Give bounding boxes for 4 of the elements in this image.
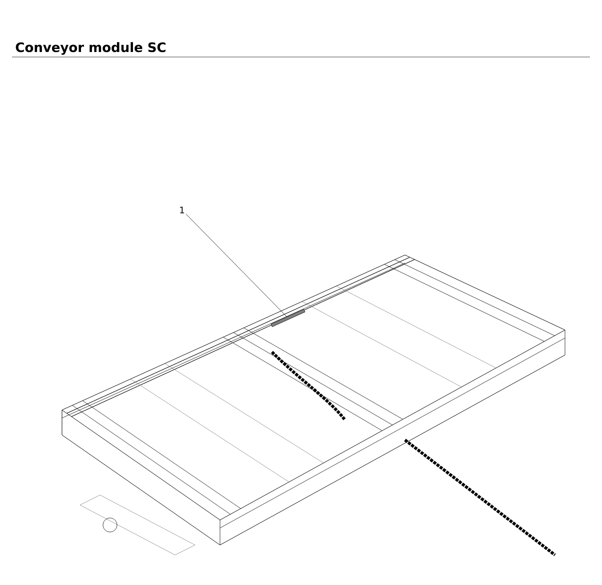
rail-part — [270, 309, 306, 327]
page-title: Conveyor module SC — [16, 42, 166, 55]
leader-line — [186, 214, 287, 317]
callout-number: 1 — [180, 206, 184, 214]
